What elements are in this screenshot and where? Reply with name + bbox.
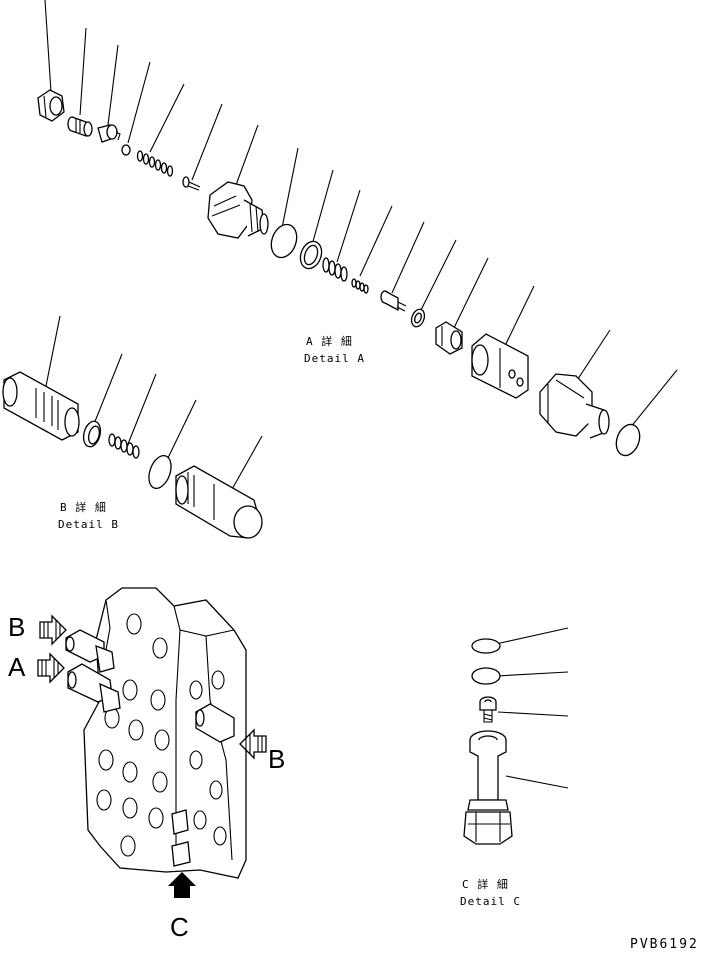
arrow-a-left-label: A [8,652,26,682]
detail-b-leader-lines [43,315,263,501]
detail-b-jp-label: B 詳 細 [60,500,107,514]
b-spring-part [108,433,140,459]
detail-a-caption: A 詳 細 Detail A [304,334,365,365]
c-valve-cartridge [463,730,513,845]
drawing-code: PVB6192 [630,937,699,952]
plug-body-part [207,181,269,239]
valve-fitting-c-bottom [171,809,191,867]
valve-fitting-b-left [65,629,115,673]
c-o-ring-1 [471,638,501,654]
o-ring-small [121,144,131,156]
o-ring-end [615,423,641,457]
detail-b-parts [2,371,263,539]
arrow-b-left-label: B [8,612,25,642]
bolt-part [380,290,407,312]
backup-ring-part [299,240,323,270]
arrow-b-right [239,728,267,760]
detail-a-en-label: Detail A [304,352,365,365]
arrow-c-bottom-label: C [170,912,189,942]
nut-part [37,89,65,122]
sleeve-part [435,321,463,355]
b-plug-part [175,465,263,539]
end-plug-part [539,373,610,439]
piston-part [471,333,529,399]
valve-fitting-b-right [195,703,235,743]
poppet-part [97,124,121,143]
b-o-ring [148,455,172,489]
detail-b-caption: B 詳 細 Detail B [58,500,119,531]
washer-part [410,308,426,328]
detail-a-parts [37,89,641,457]
detail-c-caption: C 詳 細 Detail C [460,877,521,908]
detail-a-jp-label: A 詳 細 [306,334,353,348]
arrow-b-left [39,614,67,646]
valve-fitting-a-left [67,663,121,713]
arrow-b-right-label: B [268,744,285,774]
spring-part [136,150,174,177]
c-screw-part [479,696,497,723]
detail-c-en-label: Detail C [460,895,521,908]
arrow-c-bottom [168,872,196,898]
arrow-a-left [37,652,65,684]
seat-part [67,116,93,137]
valve-block [65,587,247,879]
spring-3-part [351,278,369,294]
detail-a-leader-lines [44,0,678,429]
detail-b-en-label: Detail B [58,518,119,531]
detail-c-jp-label: C 詳 細 [462,877,509,891]
detail-c-leader-lines [495,627,569,789]
c-o-ring-2 [471,667,501,685]
pin-part [182,176,201,191]
detail-c-parts [463,638,513,845]
b-seat-part [82,420,102,448]
spring-2-part [322,257,348,282]
spool-part [2,371,80,441]
o-ring-large [270,223,298,259]
